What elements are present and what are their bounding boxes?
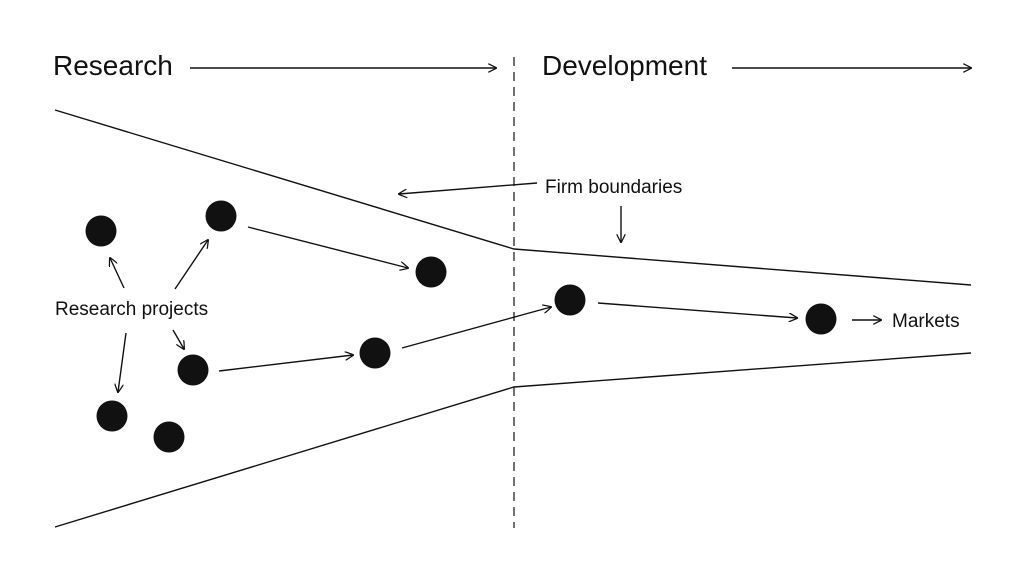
project-flow-arrow [401, 307, 551, 349]
project-flow-arrow [597, 302, 797, 318]
development-heading: Development [542, 50, 707, 81]
project-node [177, 354, 209, 386]
project-flow-arrow [218, 355, 353, 372]
project-flow-arrow [247, 226, 408, 268]
research-projects-pointer-3 [172, 329, 184, 349]
project-node [85, 215, 117, 247]
research-projects-pointer-1 [110, 258, 125, 289]
research-projects-pointer-4 [118, 332, 127, 392]
firm-boundaries-label: Firm boundaries [545, 177, 682, 198]
research-heading: Research [53, 50, 173, 81]
project-node [415, 256, 447, 288]
project-node [805, 303, 837, 335]
lower-firm-boundary [54, 352, 972, 528]
project-node [359, 337, 391, 369]
project-node [153, 421, 185, 453]
research-projects-pointer-2 [174, 240, 208, 290]
project-node [554, 284, 586, 316]
project-node [205, 200, 237, 232]
upper-firm-boundary [54, 109, 972, 286]
markets-label: Markets [892, 311, 960, 332]
project-node [96, 400, 128, 432]
firm-boundaries-pointer-left [399, 182, 538, 194]
research-projects-label: Research projects [55, 299, 208, 320]
